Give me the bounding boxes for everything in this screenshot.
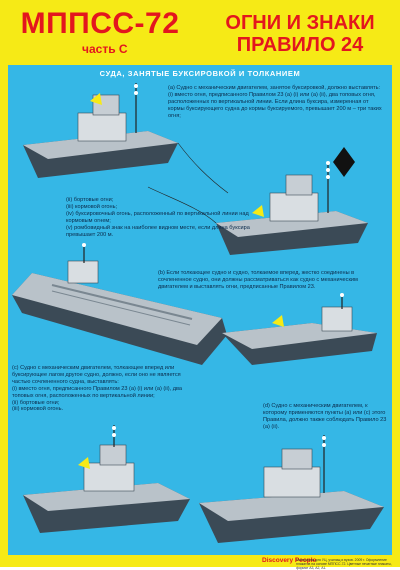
rule-a-item-iii: (iii) кормовой огонь; xyxy=(66,203,118,210)
rule-a-list: (ii) бортовые огни; (iii) кормовой огонь… xyxy=(66,197,266,238)
tug-illustration-4 xyxy=(199,435,384,543)
rule-b-paragraph: (b) Если толкающее судно и судно, толкае… xyxy=(158,270,358,290)
section-title: СУДА, ЗАНЯТЫЕ БУКСИРОВКОЙ И ТОЛКАНИЕМ xyxy=(99,69,301,78)
pushed-barge-illustration xyxy=(12,243,227,365)
rule-a-intro: (а) Судно с механическим двигателем, зан… xyxy=(168,85,381,91)
topic-title: ОГНИ И ЗНАКИ xyxy=(225,12,375,34)
rule-d-text: (d) Судно с механическим двигателем, к к… xyxy=(263,403,387,431)
rule-c-text: (с) Судно с механическим двигателем, тол… xyxy=(12,365,192,413)
rule-a-item-ii: (ii) бортовые огни; xyxy=(66,197,114,203)
header-right: ОГНИ И ЗНАКИ ПРАВИЛО 24 xyxy=(200,12,400,56)
rule-d-paragraph: (d) Судно с механическим двигателем, к к… xyxy=(263,403,387,430)
rule-a-text: (а) Судно с механическим двигателем, зан… xyxy=(168,85,386,120)
poster-part: часть С xyxy=(82,42,128,56)
tug-illustration-1 xyxy=(23,83,229,194)
rule-a-item-iv: (iv) буксировочный огонь, расположенный … xyxy=(66,210,249,224)
diamond-shape-icon xyxy=(333,147,355,177)
rule-a-item-i: (i) вместо огня, предписанного Правилом … xyxy=(168,91,382,119)
content-panel: СУДА, ЗАНЯТЫЕ БУКСИРОВКОЙ И ТОЛКАНИЕМ (а… xyxy=(8,65,392,555)
rule-c-item-ii: (ii) бортовые огни; xyxy=(12,399,60,406)
publisher-credit: Материалы для УЦ, училищ и вузов. 2009 г… xyxy=(296,558,392,570)
rule-b-text: (b) Если толкающее судно и судно, толкае… xyxy=(158,270,386,291)
tug-illustration-2 xyxy=(147,161,368,255)
rule-c-item-i: (i) вместо огня, предписанного Правилом … xyxy=(12,385,182,399)
brand-logo: Discovery People xyxy=(262,557,317,564)
articulated-unit-illustration xyxy=(222,293,377,365)
rule-a-item-v: (v) ромбовидный знак на наиболее видном … xyxy=(66,224,250,238)
rule-title: ПРАВИЛО 24 xyxy=(236,34,364,56)
tug-illustration-3 xyxy=(23,425,190,533)
rule-c-intro: (с) Судно с механическим двигателем, тол… xyxy=(12,365,181,385)
poster-title: МППСС-72 xyxy=(20,7,180,40)
footer: Discovery People Материалы для УЦ, учили… xyxy=(0,557,400,570)
header-left: МППСС-72 часть С xyxy=(0,7,200,57)
rule-c-item-iii: (iii) кормовой огонь. xyxy=(12,406,64,413)
